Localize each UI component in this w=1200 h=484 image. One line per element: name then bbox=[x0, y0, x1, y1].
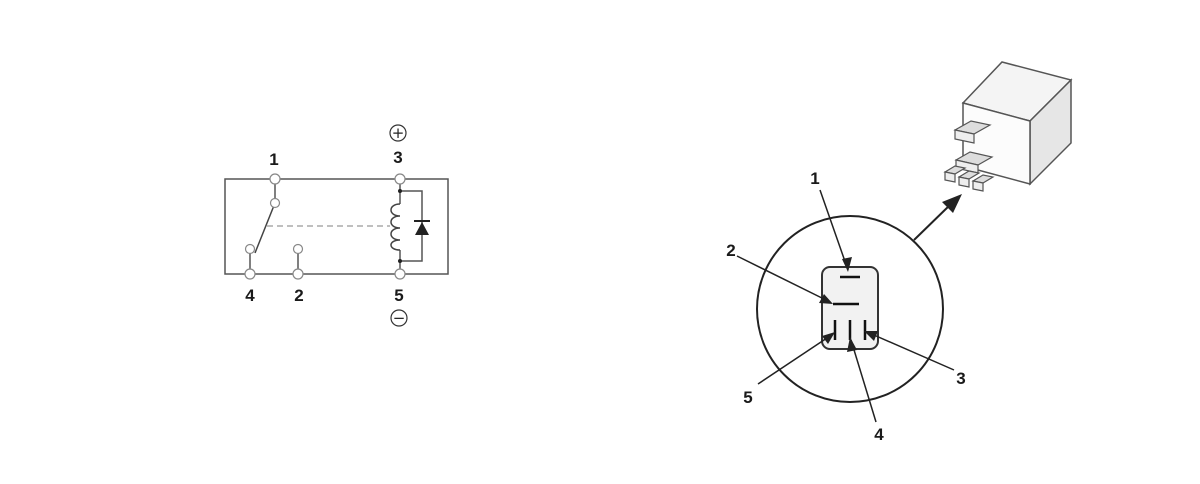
connector-pin-5-label: 5 bbox=[743, 388, 752, 407]
connector-pin-2-label: 2 bbox=[726, 241, 735, 260]
relay-schematic: 1 3 4 2 5 + − bbox=[224, 124, 449, 327]
terminal-2 bbox=[292, 268, 304, 280]
diode-symbol bbox=[415, 222, 429, 235]
connector-pin-1-label: 1 bbox=[810, 169, 819, 188]
connector-pin-3-label: 3 bbox=[956, 369, 965, 388]
schematic-pin-2-label: 2 bbox=[294, 286, 303, 305]
leader-pin-3 bbox=[866, 331, 955, 371]
leader-pin-5 bbox=[757, 333, 834, 385]
terminal-4 bbox=[244, 268, 256, 280]
switch-contact-no bbox=[292, 243, 304, 255]
terminal-1 bbox=[269, 173, 281, 185]
magnify-arrow-head bbox=[942, 194, 962, 213]
connector-view: 1 2 5 4 3 bbox=[726, 61, 1073, 444]
coil-winding bbox=[390, 203, 401, 251]
switch-contact-nc bbox=[244, 243, 256, 255]
magnify-arrow-shaft bbox=[913, 202, 953, 241]
schematic-pin-3-label: 3 bbox=[393, 148, 402, 167]
switch-blade bbox=[254, 202, 276, 254]
schematic-pin-1-label: 1 bbox=[269, 150, 278, 169]
schematic-pin-5-label: 5 bbox=[394, 286, 403, 305]
leader-pin-3-head bbox=[864, 331, 878, 341]
negative-polarity-symbol: − bbox=[390, 309, 408, 327]
relay-body-illustration bbox=[943, 61, 1073, 192]
leader-pin-1 bbox=[819, 189, 849, 271]
relay-housing bbox=[224, 178, 449, 275]
coil-junction-top bbox=[398, 189, 402, 193]
coil-junction-bottom bbox=[398, 259, 402, 263]
leader-pin-5-head bbox=[822, 332, 835, 344]
diode-wire bbox=[400, 190, 423, 262]
leader-pin-2-head bbox=[819, 294, 833, 304]
switch-pivot bbox=[269, 197, 281, 209]
schematic-pin-4-label: 4 bbox=[245, 286, 255, 305]
positive-sign: + bbox=[392, 124, 405, 142]
negative-sign: − bbox=[393, 309, 406, 327]
leader-pin-4-head bbox=[847, 337, 857, 352]
connector-pin-4-label: 4 bbox=[874, 425, 884, 444]
terminal-3 bbox=[394, 173, 406, 185]
positive-polarity-symbol: + bbox=[389, 124, 407, 142]
leader-pin-4 bbox=[850, 339, 877, 423]
leader-pin-2 bbox=[736, 255, 831, 303]
leader-pin-1-head bbox=[842, 257, 852, 272]
terminal-5 bbox=[394, 268, 406, 280]
